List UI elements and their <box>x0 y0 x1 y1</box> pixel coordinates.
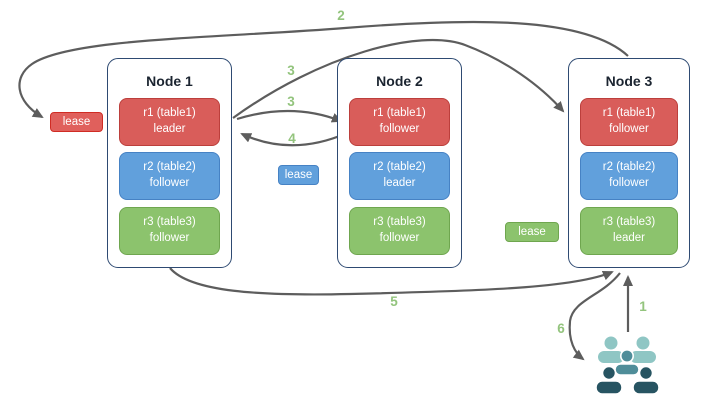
step-label-6: 6 <box>557 321 565 336</box>
node-3-replica-r1: r1 (table1) follower <box>580 98 678 146</box>
replica-name: r1 (table1) <box>143 107 196 120</box>
node-3-title: Node 3 <box>605 73 653 89</box>
replica-role: follower <box>379 232 420 244</box>
node-1-replica-r2: r2 (table2) follower <box>119 152 220 200</box>
node-3-replica-r2: r2 (table2) follower <box>580 152 678 200</box>
replica-role: follower <box>609 177 649 189</box>
step-label-4: 4 <box>288 131 296 146</box>
replica-name: r3 (table3) <box>602 216 656 229</box>
replica-role: follower <box>379 123 420 135</box>
replica-name: r3 (table3) <box>373 216 426 229</box>
node-3: Node 3 r1 (table1) follower r2 (table2) … <box>568 58 690 268</box>
replica-name: r2 (table2) <box>602 161 656 174</box>
lease-badge-table3: lease <box>505 222 559 242</box>
node-2-replica-r1: r1 (table1) follower <box>349 98 450 146</box>
node-1-title: Node 1 <box>146 73 193 89</box>
node-1: Node 1 r1 (table1) leader r2 (table2) fo… <box>107 58 232 268</box>
arrow-step5-node1-to-node3 <box>169 267 614 296</box>
replica-role: follower <box>149 232 190 244</box>
step-label-3b: 3 <box>287 94 295 109</box>
node-2-replica-r2: r2 (table2) leader <box>349 152 450 200</box>
node-2: Node 2 r1 (table1) follower r2 (table2) … <box>337 58 462 268</box>
step-label-5: 5 <box>390 294 398 309</box>
replica-name: r1 (table1) <box>602 107 656 120</box>
replica-name: r1 (table1) <box>373 107 426 120</box>
replica-role: leader <box>383 177 416 189</box>
replica-role: follower <box>149 177 190 189</box>
replica-name: r3 (table3) <box>143 216 196 229</box>
arrow-step3-node1-to-node2 <box>236 109 343 123</box>
lease-badge-table2: lease <box>278 165 319 185</box>
users-icon <box>595 336 660 395</box>
replica-name: r2 (table2) <box>373 161 426 174</box>
step-label-3a: 3 <box>287 63 295 78</box>
replica-name: r2 (table2) <box>143 161 196 174</box>
step-label-2: 2 <box>337 8 345 23</box>
node-1-replica-r3: r3 (table3) follower <box>119 207 220 255</box>
replica-role: leader <box>153 123 186 135</box>
replica-role: leader <box>613 232 645 244</box>
node-3-replica-r3: r3 (table3) leader <box>580 207 678 255</box>
node-2-replica-r3: r3 (table3) follower <box>349 207 450 255</box>
step-label-1: 1 <box>639 299 647 314</box>
lease-badge-table1: lease <box>50 112 103 132</box>
replica-role: follower <box>609 123 649 135</box>
node-2-title: Node 2 <box>376 73 423 89</box>
node-1-replica-r1: r1 (table1) leader <box>119 98 220 146</box>
